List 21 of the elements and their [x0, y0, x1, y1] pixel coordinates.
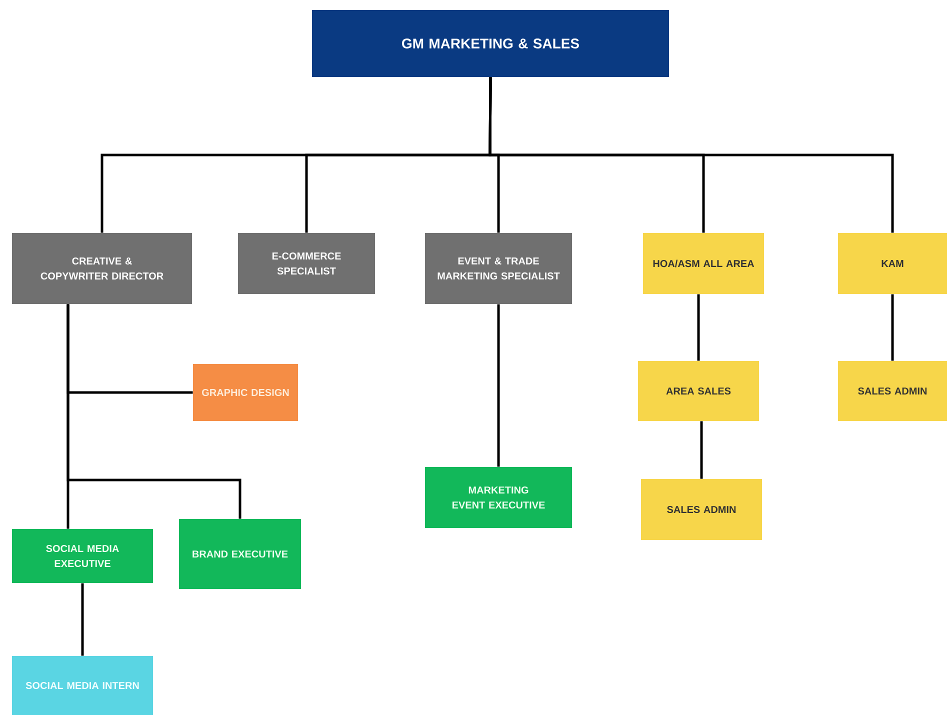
role-box: SALES ADMIN	[838, 361, 947, 421]
role-box: GRAPHIC DESIGN	[193, 364, 298, 421]
role-box: SOCIAL MEDIA INTERN	[12, 656, 153, 715]
role-box: BRAND EXECUTIVE	[179, 519, 301, 589]
connector-line	[488, 77, 894, 233]
connector-line	[697, 294, 700, 361]
connector-line	[66, 304, 70, 529]
role-box: SOCIAL MEDIA EXECUTIVE	[12, 529, 153, 583]
role-box: CREATIVE & COPYWRITER DIRECTOR	[12, 233, 192, 304]
role-box: HOA/ASM ALL AREA	[643, 233, 764, 294]
connector-line	[700, 421, 703, 479]
role-box: KAM	[838, 233, 947, 294]
connector-line	[81, 583, 84, 656]
connector-line	[497, 304, 500, 467]
connector-line	[891, 294, 894, 361]
title-box: GM MARKETING & SALES	[312, 10, 669, 77]
role-box: E-COMMERCE SPECIALIST	[238, 233, 375, 294]
role-box: AREA SALES	[638, 361, 759, 421]
role-box: MARKETING EVENT EXECUTIVE	[425, 467, 572, 528]
role-box: SALES ADMIN	[641, 479, 762, 540]
role-box: EVENT & TRADE MARKETING SPECIALIST	[425, 233, 572, 304]
